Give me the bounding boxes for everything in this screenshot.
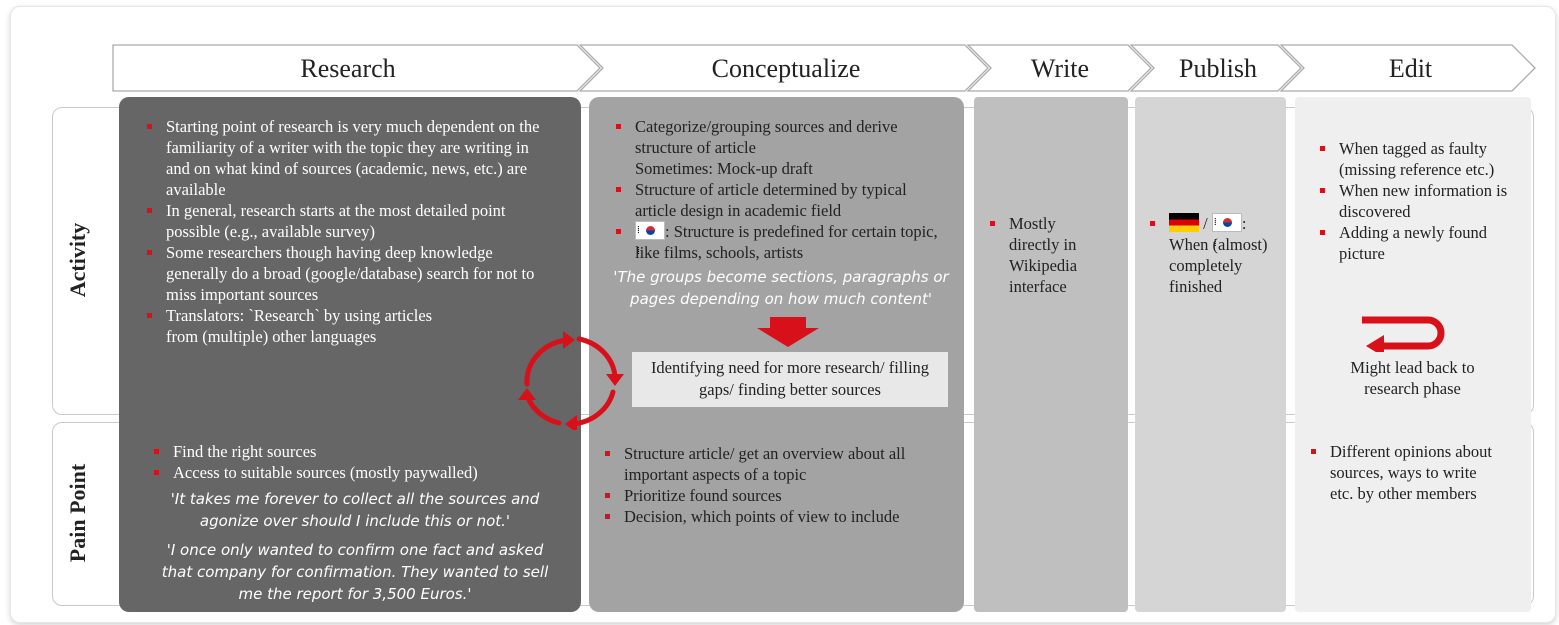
edit-note: Might lead back to research phase [1350, 358, 1475, 398]
list-item: Categorize/grouping sources and derive s… [616, 116, 946, 179]
list-item: Starting point of research is very much … [147, 116, 542, 200]
publish-activity-text: When (almost) completely finished [1169, 235, 1268, 296]
phase-write: Write [1030, 54, 1090, 83]
list-item: Some researchers though having deep know… [147, 242, 542, 305]
korean-flag-icon [635, 220, 665, 262]
conceptualize-activity-list: Categorize/grouping sources and derive s… [616, 116, 946, 263]
list-item: : Structure is predefined for certain to… [616, 220, 946, 263]
edit-pain-list: Different opinions about sources, ways t… [1311, 441, 1496, 504]
edit-activity-list: When tagged as faulty (missing reference… [1320, 138, 1510, 264]
list-item: / : [1150, 212, 1278, 254]
research-quote-2: 'I once only wanted to confirm one fact … [161, 541, 549, 603]
phase-publish: Publish [1178, 54, 1258, 83]
item-extra: Sometimes: Mock-up draft [635, 159, 813, 178]
list-item: In general, research starts at the most … [147, 200, 542, 242]
list-item: Prioritize found sources [605, 485, 945, 506]
list-item: Access to suitable sources (mostly paywa… [154, 462, 554, 483]
chevron-research [112, 44, 601, 92]
conceptualize-pain-list: Structure article/ get an overview about… [605, 443, 945, 527]
research-quote-1: 'It takes me forever to collect all the … [170, 490, 540, 530]
list-item: Decision, which points of view to includ… [605, 506, 945, 527]
publish-activity-list: / : [1150, 212, 1278, 254]
item-text: Categorize/grouping sources and derive s… [635, 117, 898, 157]
chevron-conceptualize [578, 44, 989, 92]
list-item: Different opinions about sources, ways t… [1311, 441, 1496, 504]
down-arrow-icon [757, 317, 819, 347]
phase-research: Research [300, 54, 396, 83]
cycle-arrows-icon [518, 331, 624, 430]
list-item: Adding a newly found picture [1320, 222, 1510, 264]
chevron-edit [1279, 44, 1536, 92]
conceptualize-quote: 'The groups become sections, paragraphs … [613, 268, 949, 308]
write-column [974, 97, 1128, 612]
write-activity-list: Mostly directly in Wikipedia interface [990, 213, 1100, 297]
item-text: : Structure is predefined for certain to… [635, 222, 938, 262]
list-item: Mostly directly in Wikipedia interface [990, 213, 1100, 297]
flag-end: : [1241, 214, 1247, 233]
korean-flag-icon [1211, 212, 1242, 254]
publish-column [1135, 97, 1286, 612]
research-column [119, 97, 581, 612]
research-activity-list: Starting point of research is very much … [147, 116, 542, 347]
list-item: Find the right sources [154, 441, 554, 462]
edit-column [1295, 97, 1531, 612]
list-item: Structure of article determined by typic… [616, 179, 946, 221]
list-item: Translators: `Research` by using article… [147, 305, 542, 347]
flag-separator: / [1203, 214, 1208, 233]
list-item: Structure article/ get an overview about… [605, 443, 945, 485]
chevron-publish [1129, 44, 1302, 92]
list-item: When new information is discovered [1320, 180, 1510, 222]
phase-edit: Edit [1388, 54, 1433, 83]
phase-chevrons [112, 44, 1536, 92]
phase-conceptualize: Conceptualize [711, 54, 861, 83]
row-label-activity: Activity [65, 222, 90, 298]
list-item: When tagged as faulty (missing reference… [1320, 138, 1510, 180]
row-label-pain-point: Pain Point [65, 463, 90, 563]
german-flag-icon [1169, 213, 1199, 232]
return-arrow-icon [1362, 316, 1445, 352]
chevron-write [966, 44, 1152, 92]
gap-identification-box: Identifying need for more research/ fill… [632, 352, 948, 407]
research-pain-list: Find the right sources Access to suitabl… [154, 441, 554, 483]
